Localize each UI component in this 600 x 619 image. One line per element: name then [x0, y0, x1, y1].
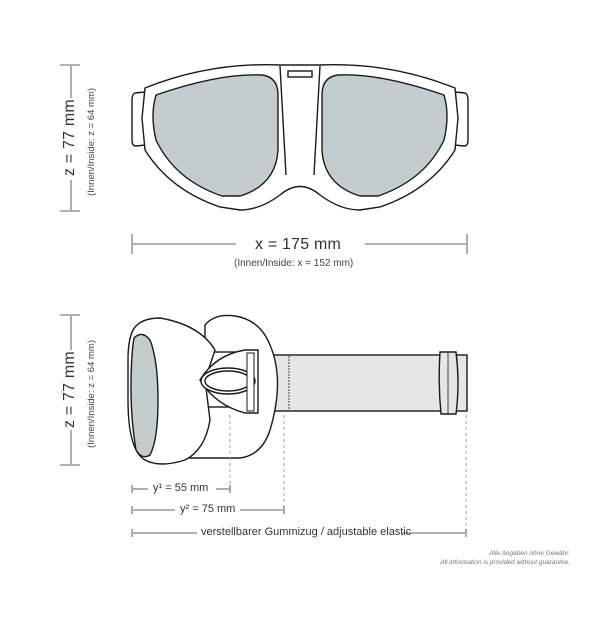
front-width-inside-label: (Innen/Inside: x = 152 mm): [234, 258, 354, 269]
disclaimer-en: All information is provided without guar…: [440, 559, 570, 566]
front-width-dimension: [131, 234, 468, 254]
side-height-label: z = 77 mm: [61, 351, 78, 428]
depth2-label: y² = 75 mm: [180, 503, 236, 515]
front-view-goggles: [131, 64, 469, 211]
front-height-label: z = 77 mm: [61, 99, 78, 176]
side-height-dimension: [60, 314, 80, 466]
depth-dimensions: [131, 485, 467, 537]
depth1-label: y¹ = 55 mm: [153, 482, 209, 494]
front-height-dimension: [60, 64, 80, 212]
disclaimer-de: Alle Angaben ohne Gewähr.: [489, 550, 570, 557]
front-height-inside-label: (Innen/Inside: z = 64 mm): [86, 88, 97, 196]
strap-label: verstellbarer Gummizug / adjustable elas…: [201, 526, 412, 538]
side-view-goggles: [127, 314, 468, 465]
guide-lines: [229, 415, 467, 535]
front-width-label: x = 175 mm: [255, 236, 342, 253]
side-height-inside-label: (Innen/Inside: z = 64 mm): [86, 340, 97, 448]
disclaimer: Alle Angaben ohne Gewähr. All informatio…: [440, 549, 570, 567]
